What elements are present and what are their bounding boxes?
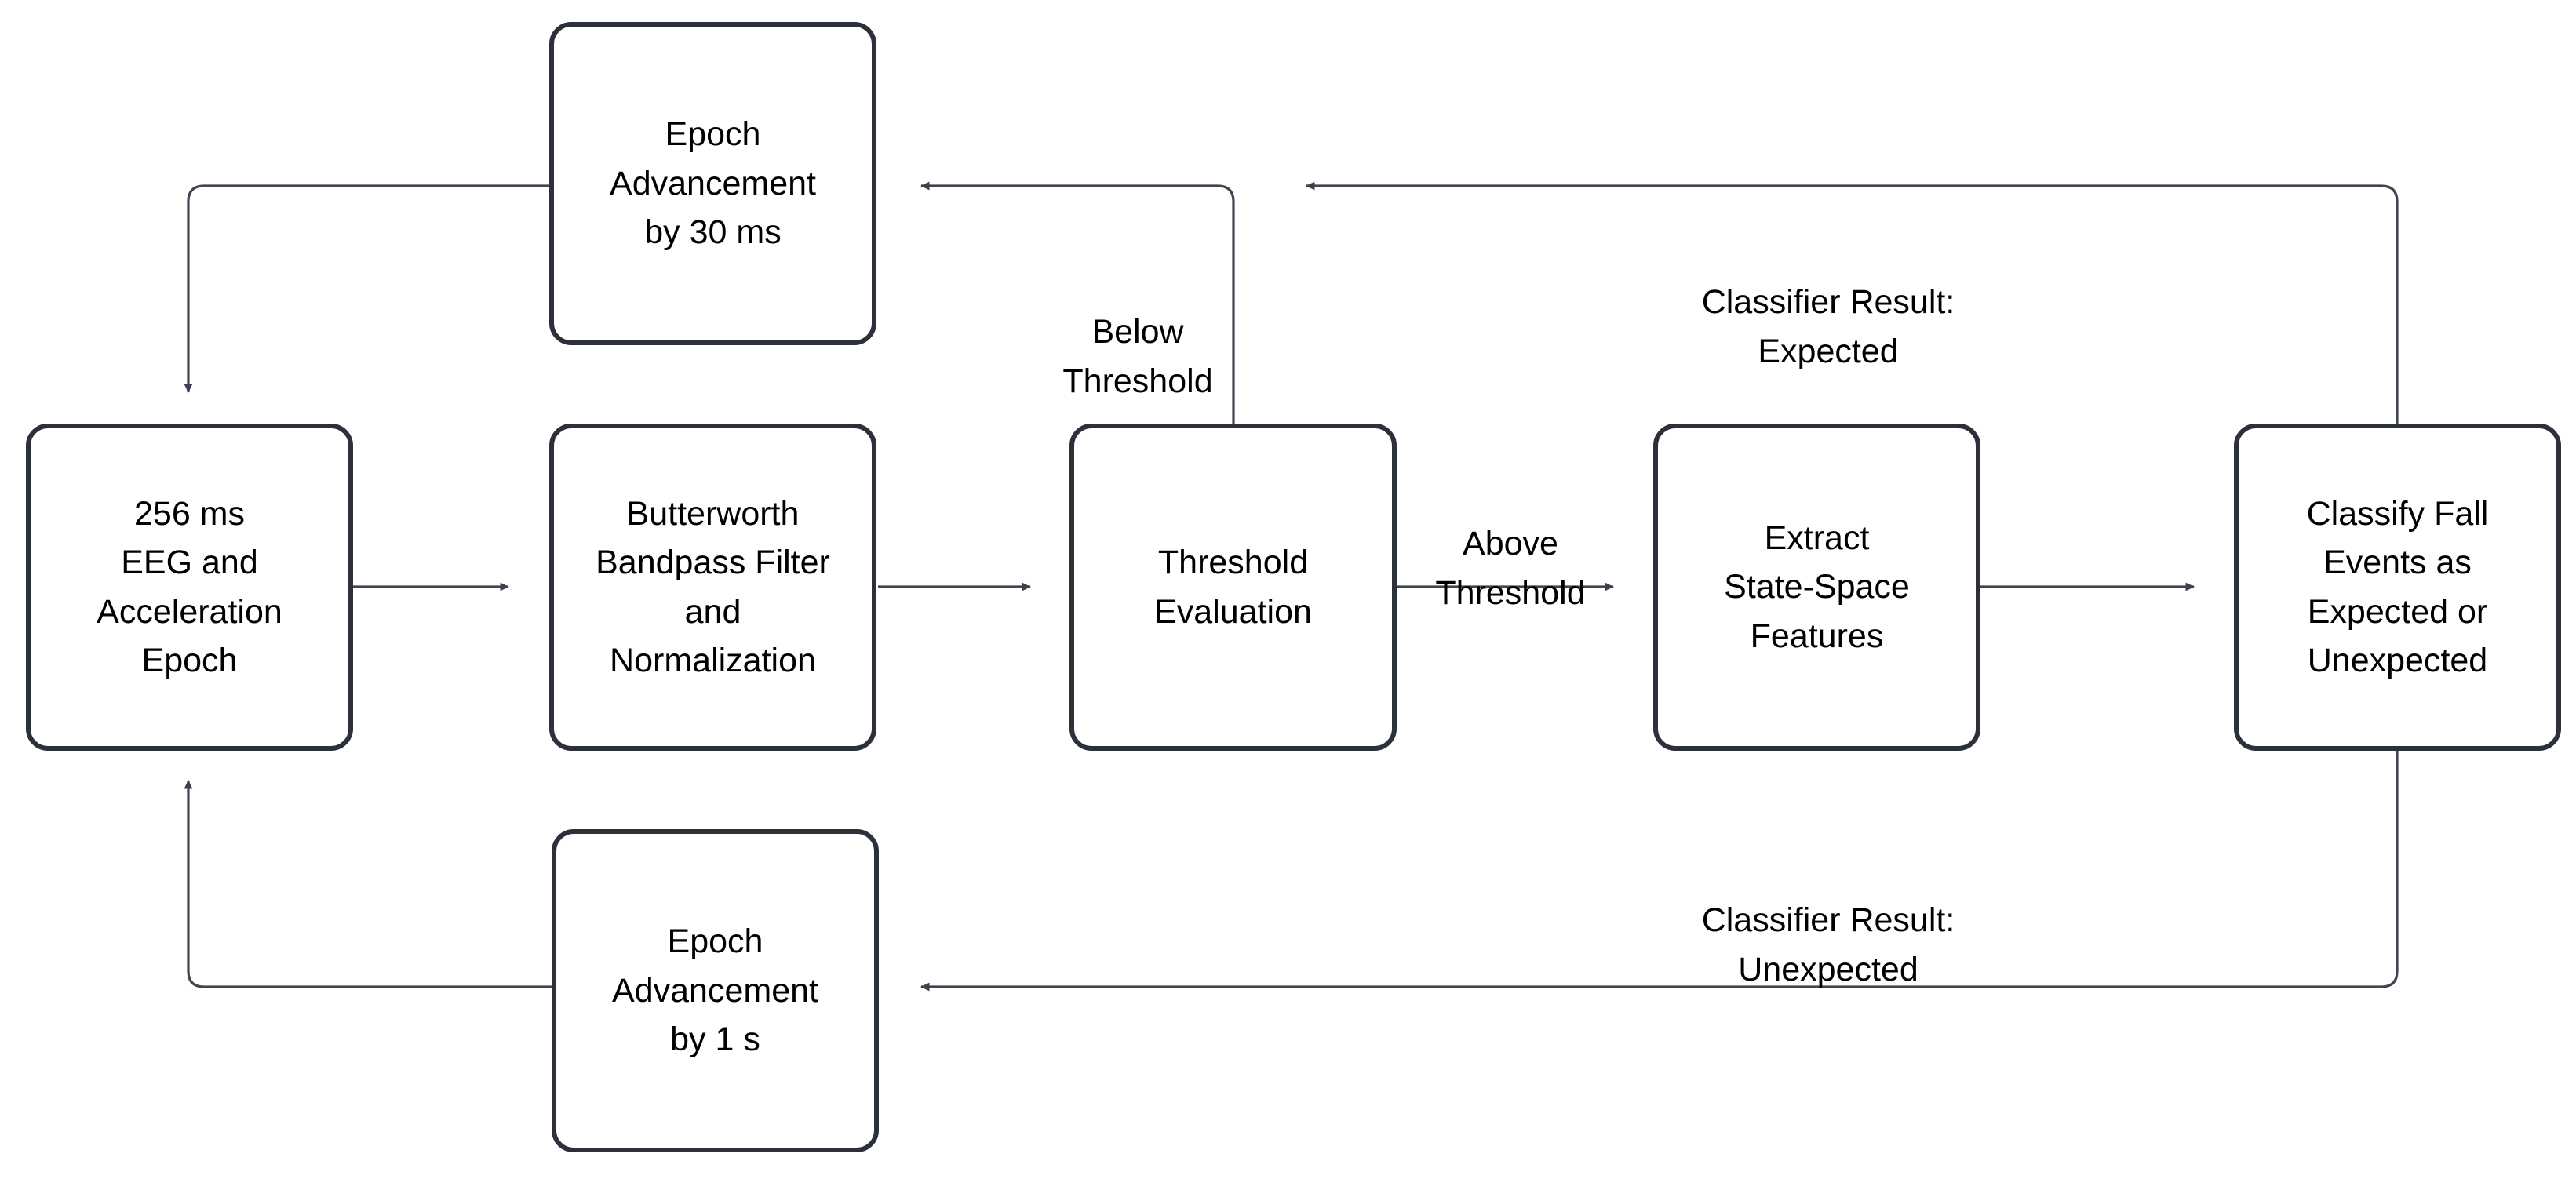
edge-threshold-below-to-epoch30 [920, 181, 1235, 424]
edge-label-text: Classifier Result: Unexpected [1701, 901, 1955, 988]
edge-label-classifier-result-expected: Classifier Result: Expected [1609, 229, 2048, 376]
edge-classify-expected-to-epoch30 [1306, 181, 2399, 424]
node-epoch-advancement-30ms[interactable]: Epoch Advancement by 30 ms [549, 22, 876, 345]
node-label: Butterworth Bandpass Filter and Normaliz… [596, 494, 830, 679]
edge-label-text: Classifier Result: Expected [1701, 283, 1955, 370]
node-threshold-evaluation[interactable]: Threshold Evaluation [1069, 424, 1397, 751]
node-classify-fall-events[interactable]: Classify Fall Events as Expected or Unex… [2234, 424, 2561, 751]
node-label: Extract State-Space Features [1724, 519, 1910, 655]
node-butterworth-filter[interactable]: Butterworth Bandpass Filter and Normaliz… [549, 424, 876, 751]
edge-epoch30-to-eeg-epoch [184, 184, 549, 393]
edge-epoch1s-to-eeg-epoch [184, 780, 552, 988]
node-extract-state-space-features[interactable]: Extract State-Space Features [1653, 424, 1980, 751]
node-label: Epoch Advancement by 1 s [612, 922, 818, 1059]
edge-label-text: Below Threshold [1062, 313, 1213, 400]
edge-label-classifier-result-unexpected: Classifier Result: Unexpected [1609, 847, 2048, 994]
node-eeg-acceleration-epoch[interactable]: 256 ms EEG and Acceleration Epoch [26, 424, 353, 751]
edge-label-text: Above Threshold [1435, 525, 1586, 612]
node-label: Epoch Advancement by 30 ms [610, 115, 816, 252]
edge-label-above-threshold: Above Threshold [1405, 471, 1616, 617]
node-label: Classify Fall Events as Expected or Unex… [2306, 494, 2489, 679]
edge-classify-unexpected-to-epoch1s [920, 751, 2399, 992]
node-label: Threshold Evaluation [1154, 544, 1312, 631]
edge-label-below-threshold: Below Threshold [1020, 259, 1255, 406]
node-epoch-advancement-1s[interactable]: Epoch Advancement by 1 s [552, 829, 879, 1152]
node-label: 256 ms EEG and Acceleration Epoch [97, 494, 282, 679]
